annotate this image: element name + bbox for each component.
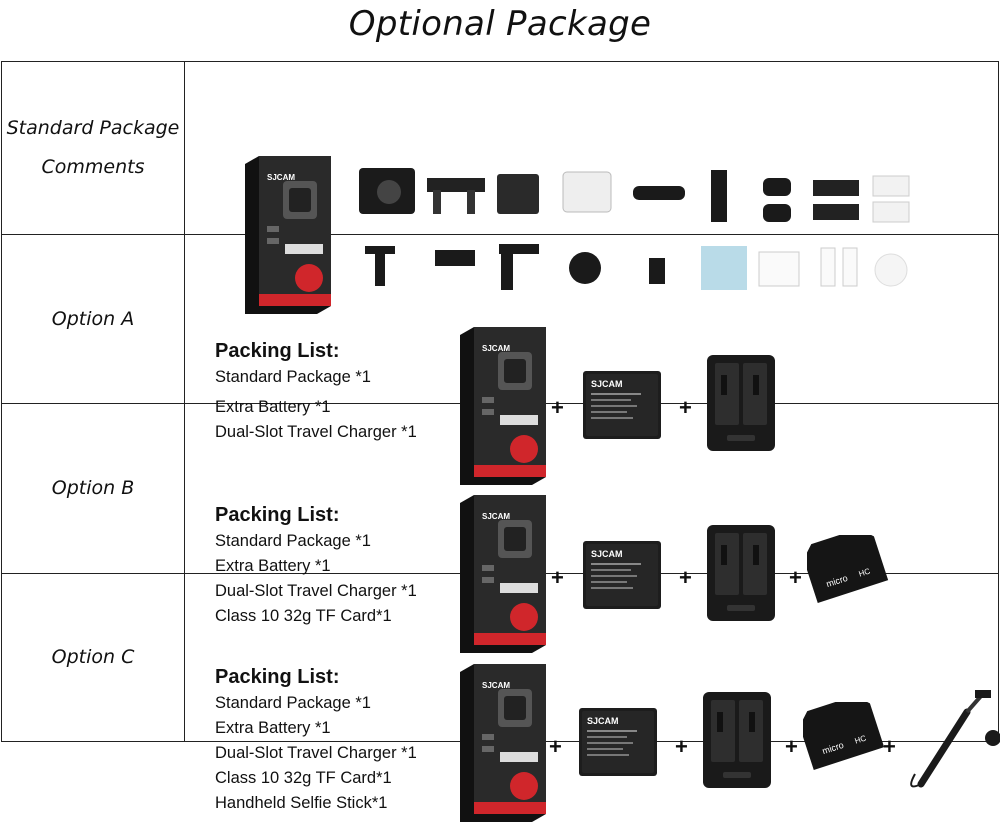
battery-image: [583, 371, 661, 439]
cleaning-cloth-image: [701, 246, 747, 290]
packing-list-item: Dual-Slot Travel Charger *1: [215, 581, 417, 600]
usb-cable-image: [633, 186, 685, 200]
plus-sign: +: [789, 564, 802, 590]
lens-wipe-image: [758, 251, 800, 287]
page-title: Optional Package: [348, 4, 652, 44]
retail-box-image: [460, 327, 546, 485]
plus-sign: +: [551, 564, 564, 590]
waterproof-case-image: [562, 171, 612, 213]
retail-box-image: [460, 494, 546, 653]
packing-list-item: Class 10 32g TF Card*1: [215, 606, 392, 625]
charger-image: [707, 355, 775, 451]
plus-sign: +: [883, 733, 896, 759]
row-label-line: Standard Package: [6, 117, 180, 139]
plus-sign: +: [551, 395, 564, 420]
row-label-option-a: Option A: [1, 234, 185, 404]
retail-box-image: [460, 663, 546, 822]
optional-package-page: Optional Package Standard Package Commen…: [1, 4, 1000, 822]
packing-list-item: Extra Battery *1: [215, 398, 331, 416]
packing-list-item: Dual-Slot Travel Charger *1: [215, 743, 417, 762]
lens-cap-image: [874, 253, 908, 287]
plus-sign: +: [675, 733, 688, 759]
packing-list-heading: Packing List:: [215, 340, 340, 362]
accessories-image: [359, 168, 910, 290]
charger-image: [703, 691, 771, 788]
micro-sd-card-image: [807, 534, 889, 603]
plus-sign: +: [679, 395, 692, 420]
tripod-mount-image: [569, 252, 601, 284]
packing-list-item: Class 10 32g TF Card*1: [215, 768, 392, 787]
packing-list-item: Standard Package *1: [215, 531, 371, 550]
row-label-line: Comments: [41, 156, 145, 178]
screw-adapter-image: [649, 258, 665, 284]
row-label-option-c: Option C: [1, 573, 185, 742]
plus-sign: +: [785, 733, 798, 759]
packing-list-item: Dual-Slot Travel Charger *1: [215, 423, 417, 441]
handlebar-mount-image: [427, 178, 485, 192]
row-label-option-b: Option B: [1, 403, 185, 574]
battery-image: [583, 540, 661, 609]
packing-list-item: Extra Battery *1: [215, 718, 331, 737]
packing-list: Packing List: Standard Package *1 Extra …: [215, 663, 417, 816]
strap-image: [813, 180, 859, 196]
charger-image: [707, 524, 775, 621]
packing-list-item: Handheld Selfie Stick*1: [215, 793, 388, 812]
packing-list-item: Extra Battery *1: [215, 556, 331, 575]
retail-box-image: [245, 156, 331, 314]
adhesive-tape-image: [872, 175, 910, 197]
plus-sign: +: [549, 733, 562, 759]
packing-list: Packing List: Standard Package *1 Extra …: [215, 337, 417, 445]
packing-list-heading: Packing List:: [215, 665, 340, 688]
helmet-mount-image: [763, 178, 791, 196]
packing-list-item: Standard Package *1: [215, 368, 371, 386]
connector-mount-image: [375, 246, 385, 286]
backdoor-image: [497, 174, 539, 214]
row-label-standard: Standard Package Comments: [1, 61, 185, 235]
package-table: Standard Package Comments: [1, 61, 1000, 822]
packing-list: Packing List: Standard Package *1 Extra …: [215, 501, 417, 629]
standard-package-cell: [184, 61, 999, 314]
packing-list-heading: Packing List:: [215, 503, 340, 526]
table-row: Standard Package Comments: [1, 61, 999, 314]
plus-sign: +: [679, 564, 692, 590]
j-hook-mount-image: [711, 170, 727, 222]
packing-list-item: Standard Package *1: [215, 693, 371, 712]
